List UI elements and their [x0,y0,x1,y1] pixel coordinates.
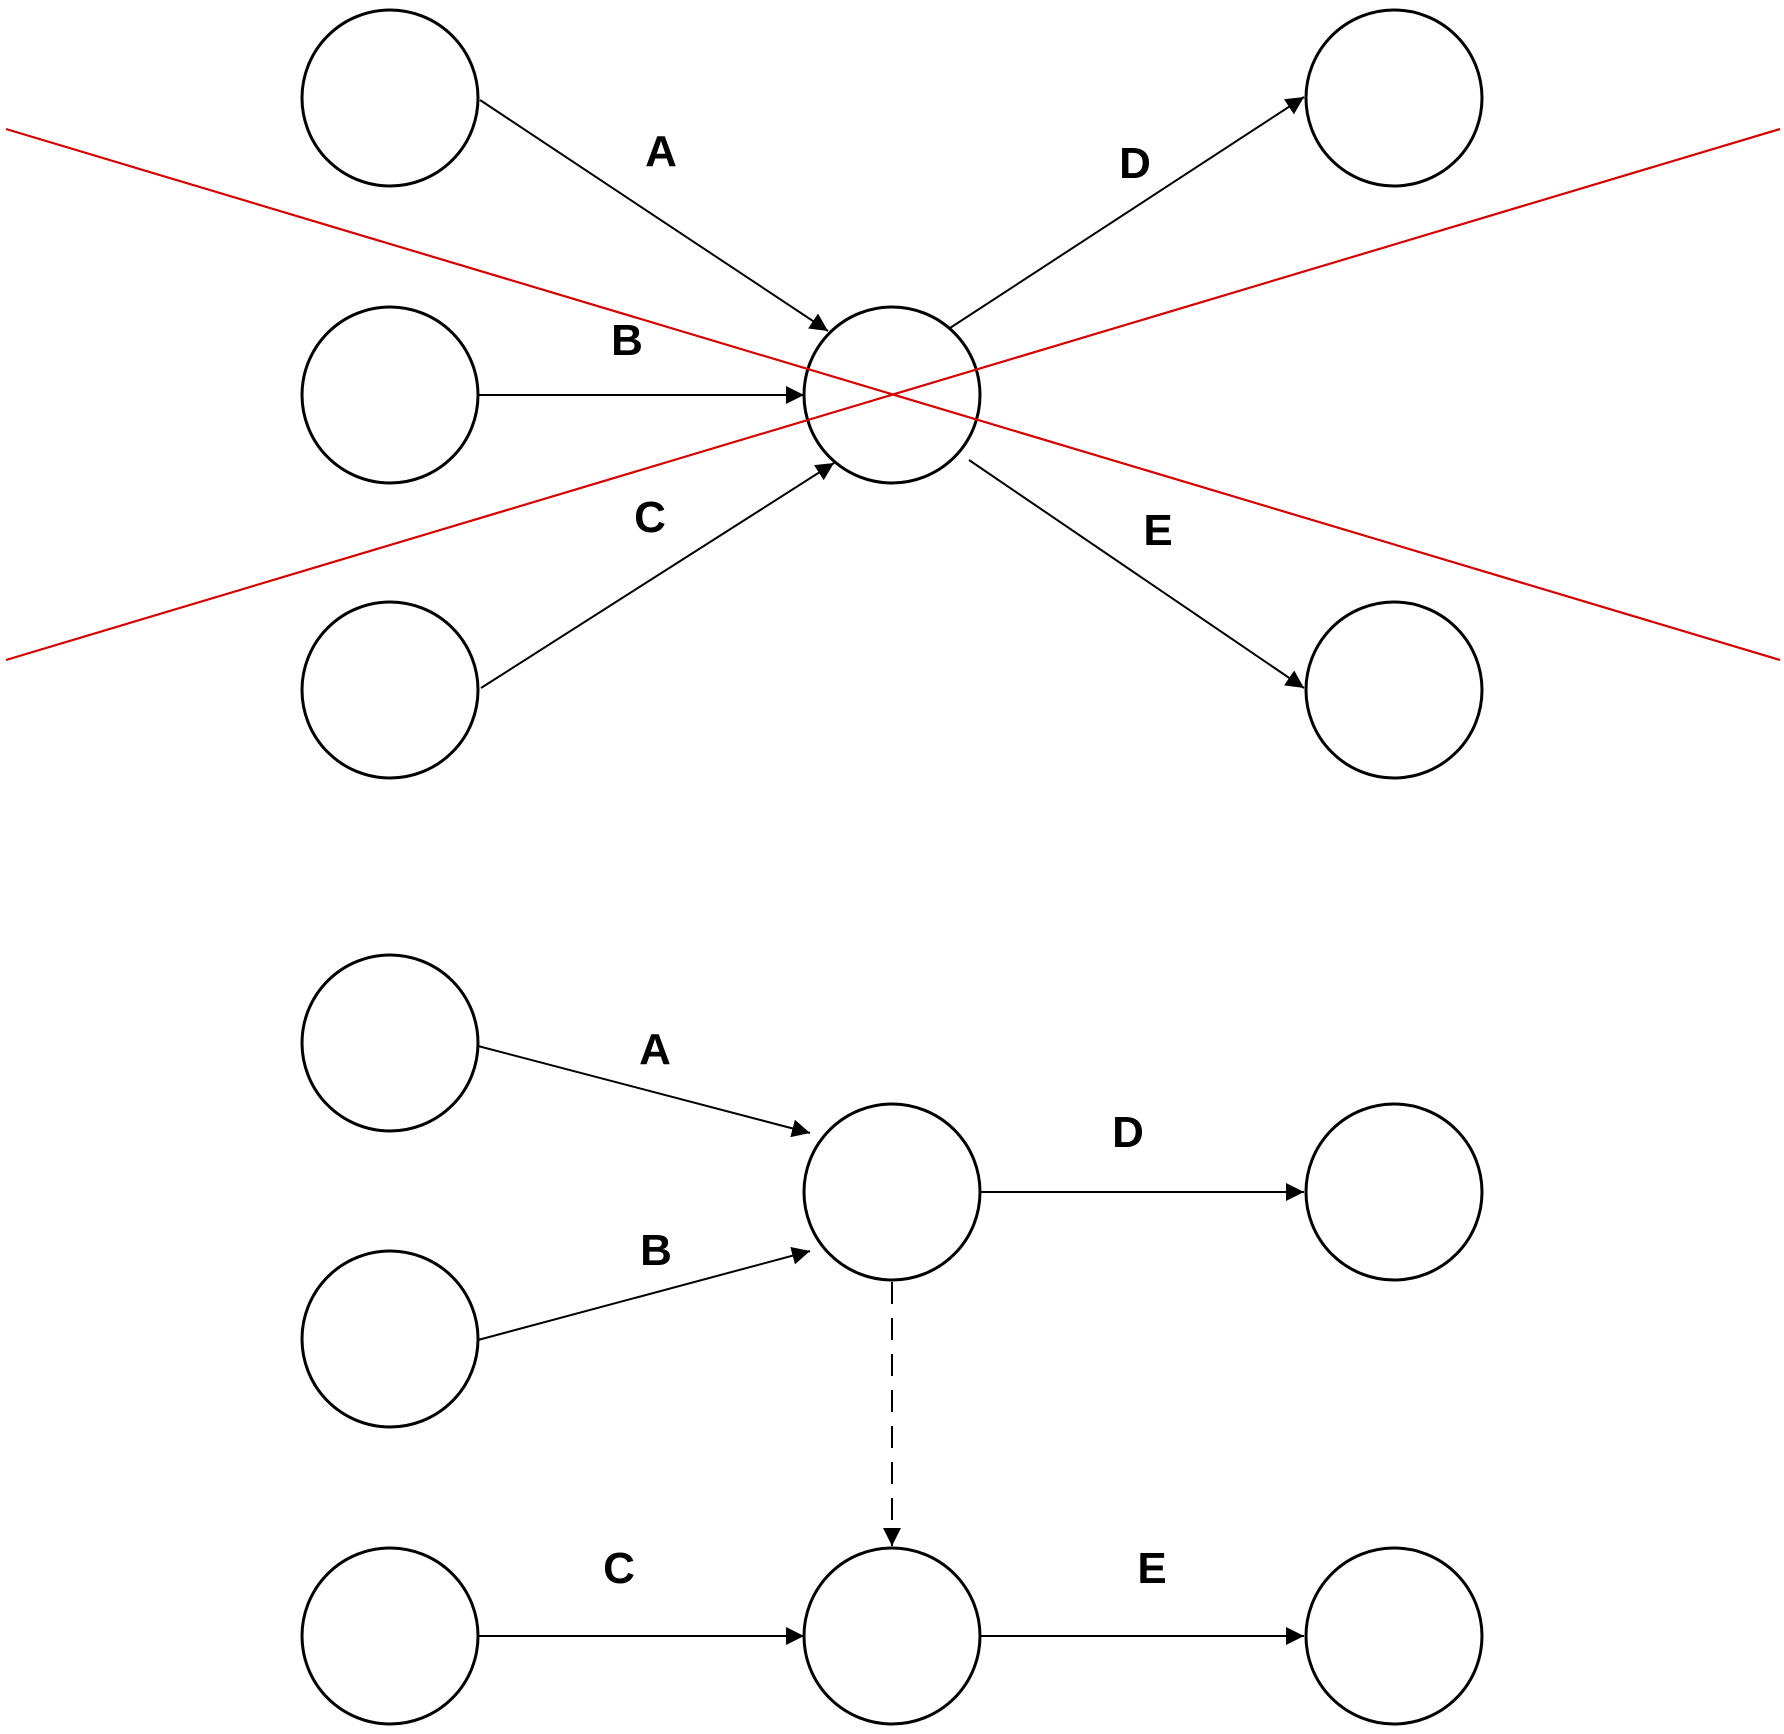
bottom-label-c: C [603,1544,635,1593]
top-label-b: B [611,316,643,365]
bottom-node-in-b [300,1249,480,1429]
bottom-edge-a [477,1045,811,1138]
top-label-e: E [1143,506,1172,555]
bottom-label-e: E [1137,1544,1166,1593]
bottom-diagram: A B D C E [300,953,1484,1726]
top-node-out-d [1304,8,1484,188]
top-edge-e [968,459,1305,689]
top-edge-a [479,99,829,332]
bottom-label-d: D [1112,1108,1144,1157]
bottom-node-mid-2 [802,1546,982,1726]
bottom-edge-b [477,1246,811,1341]
bottom-label-b: B [640,1226,672,1275]
bottom-node-in-c [300,1546,480,1726]
top-label-d: D [1119,139,1151,188]
top-node-in-a [300,8,480,188]
cross-out-line-2 [5,127,1781,662]
bottom-node-out-e [1304,1546,1484,1726]
bottom-node-mid-1 [802,1102,982,1282]
top-edge-d [949,96,1305,329]
top-diagram: A B C D E [5,8,1781,780]
bottom-node-out-d [1304,1102,1484,1282]
top-label-a: A [645,127,677,176]
top-node-out-e [1304,600,1484,780]
bottom-label-a: A [639,1025,671,1074]
top-node-in-c [300,600,480,780]
top-edge-c [480,462,835,689]
bottom-node-in-a [300,953,480,1133]
top-label-c: C [634,493,666,542]
top-node-in-b [300,305,480,485]
